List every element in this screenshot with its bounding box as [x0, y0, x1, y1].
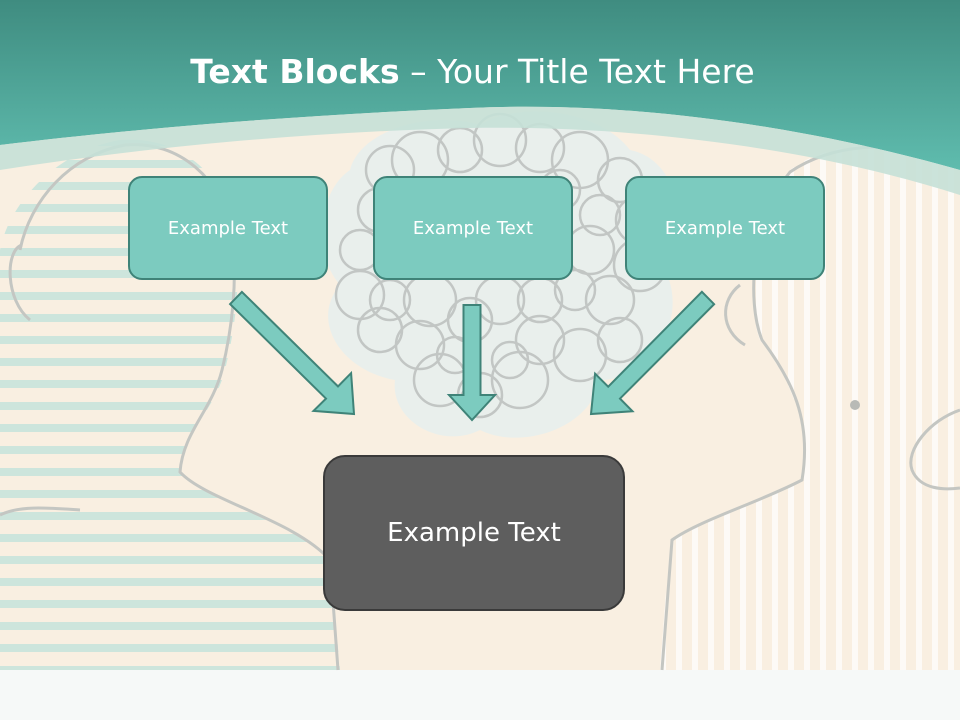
main-text-block[interactable]: Example Text	[323, 455, 625, 611]
text-block-2-label: Example Text	[412, 217, 534, 239]
text-block-3[interactable]: Example Text	[625, 176, 825, 280]
title-bold: Text Blocks	[190, 52, 400, 91]
text-block-1[interactable]: Example Text	[128, 176, 328, 280]
text-block-3-label: Example Text	[664, 217, 786, 239]
main-text-block-label: Example Text	[387, 518, 561, 548]
title-rest: – Your Title Text Here	[399, 52, 755, 91]
text-block-2[interactable]: Example Text	[373, 176, 573, 280]
text-block-1-label: Example Text	[167, 217, 289, 239]
slide-title: Text Blocks – Your Title Text Here	[0, 52, 945, 91]
